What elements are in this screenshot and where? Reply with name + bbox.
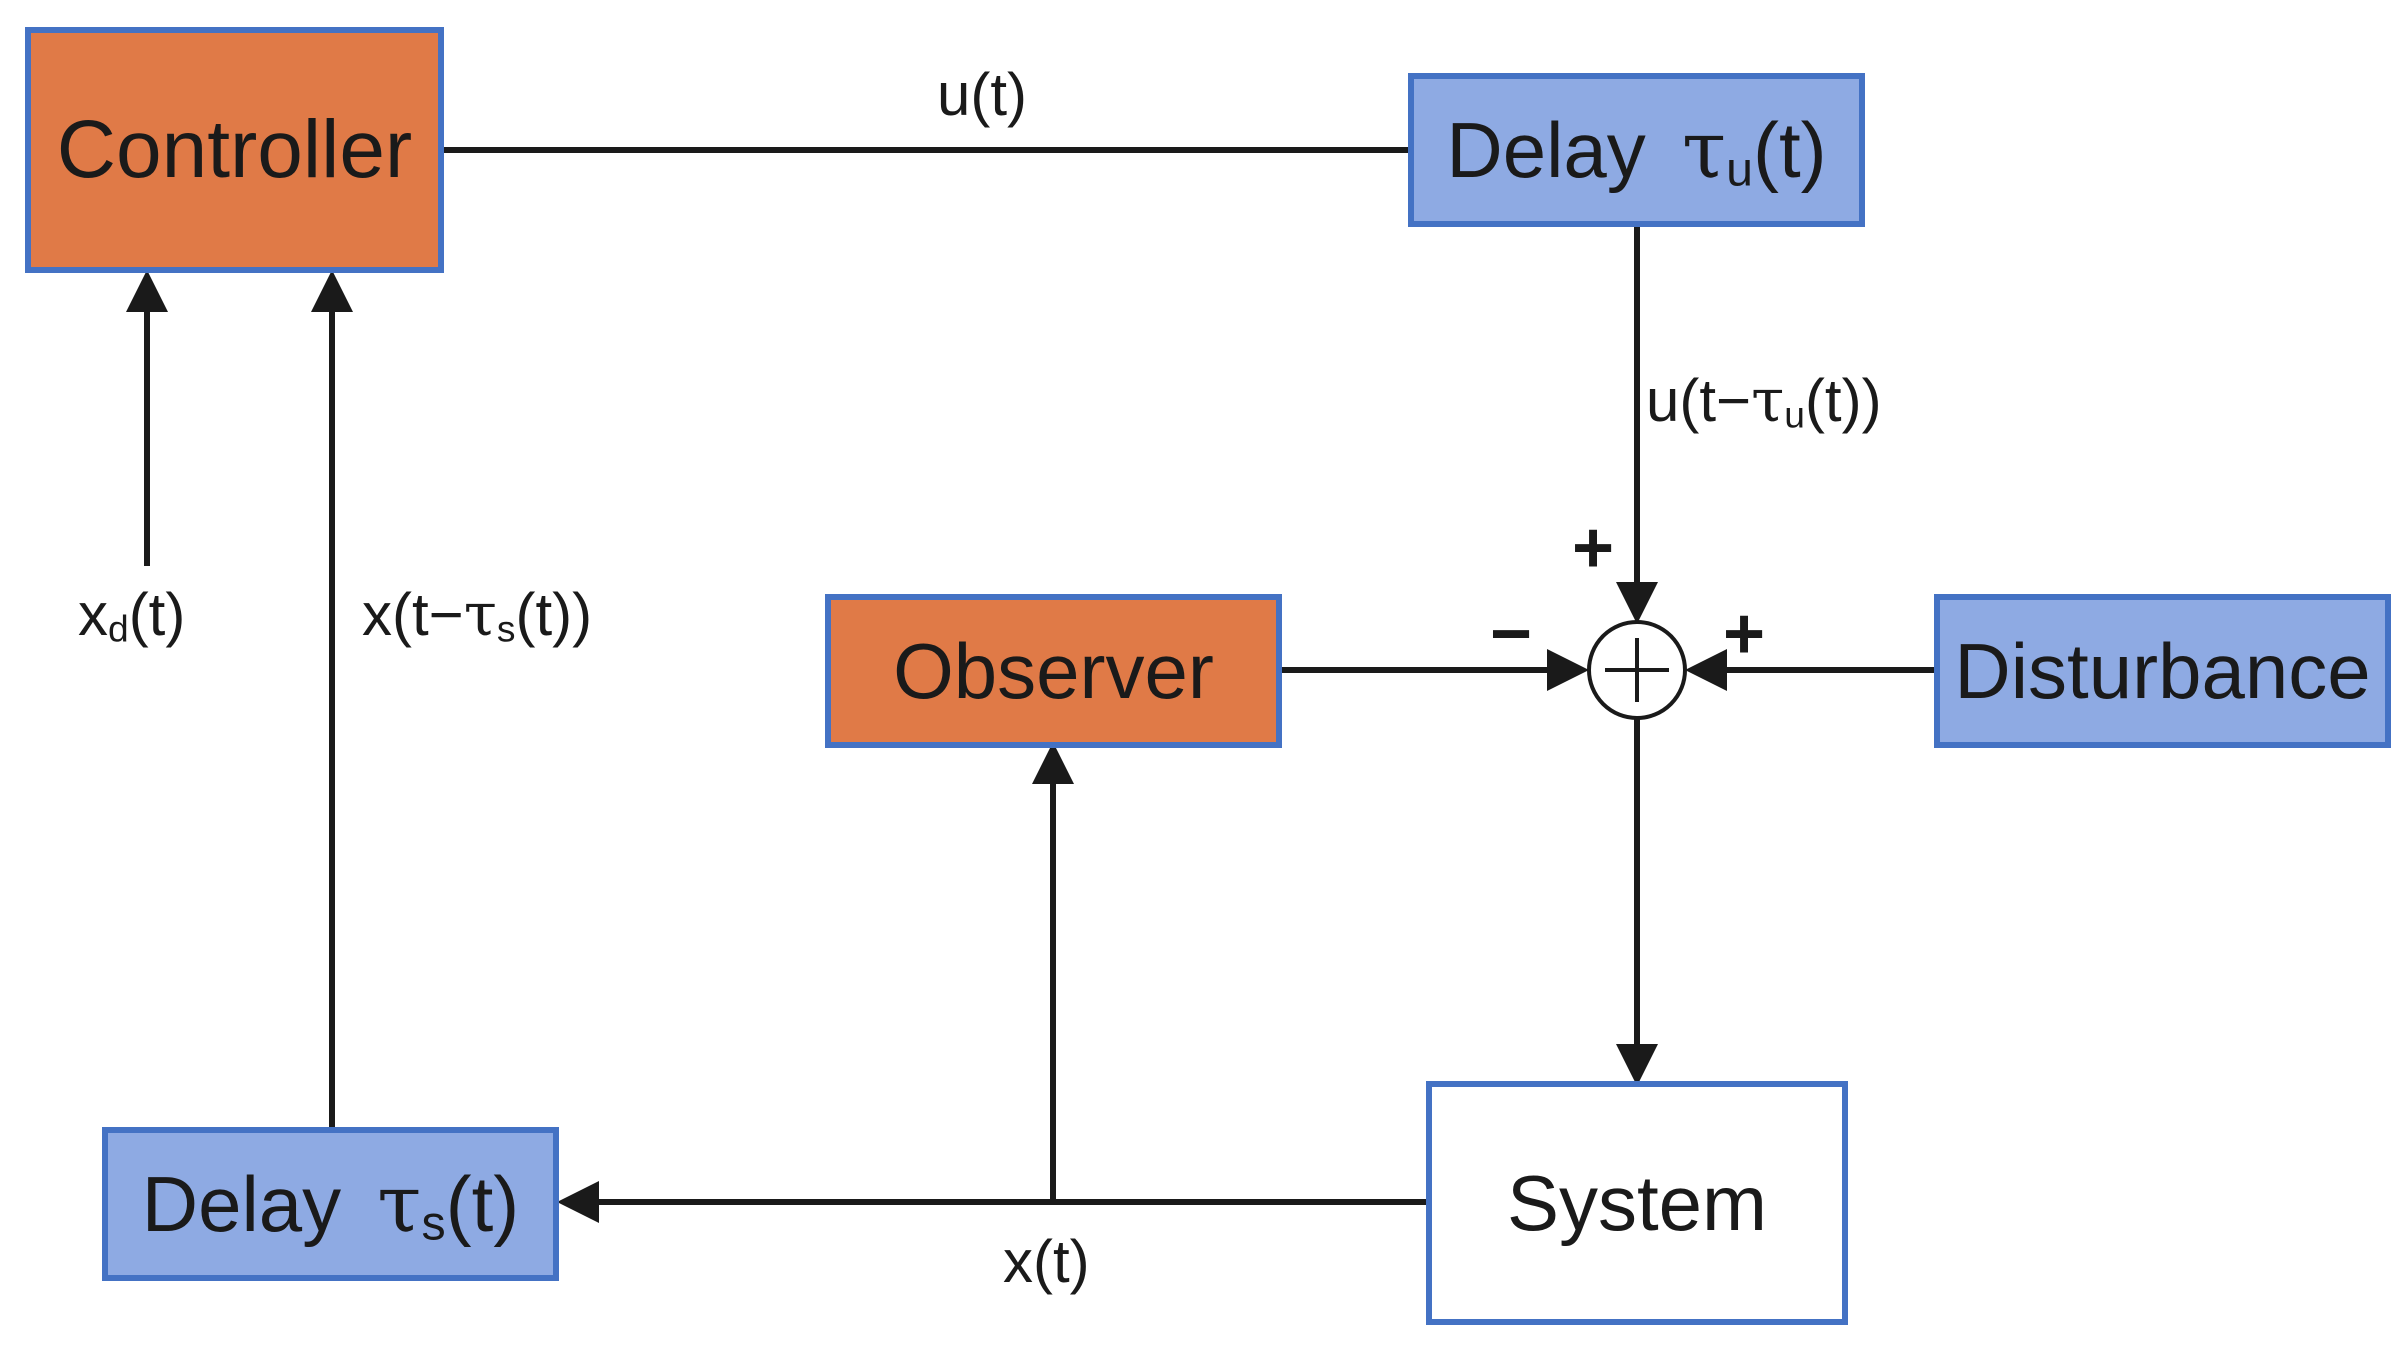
arrowhead-observer [1032,742,1074,784]
signal-x-delayed-label: x(t−τs(t)) [362,580,593,650]
arrowhead-sum-top [1616,582,1658,624]
signal-u-label: u(t) [937,61,1027,128]
summing-junction [1587,620,1687,720]
disturbance-block: Disturbance [1934,594,2391,748]
arrowhead-sum-right [1685,649,1727,691]
sum-sign-right: + [1723,594,1766,674]
arrowhead-controller-right [311,270,353,312]
signal-u-delayed-label: u(t−τu(t)) [1646,366,1882,436]
controller-label: Controller [56,104,413,195]
sum-sign-left: − [1490,594,1533,674]
arrowhead-sum-left [1547,649,1589,691]
signal-xd-label: xd(t) [78,581,186,650]
signal-x-label: x(t) [1003,1228,1090,1295]
system-label: System [1506,1158,1768,1247]
arrowhead-delay-s [557,1181,599,1223]
sum-sign-top: + [1572,508,1615,588]
controller-block: Controller [25,27,444,273]
observer-block: Observer [825,594,1282,748]
arrowhead-system [1616,1044,1658,1086]
arrowhead-controller-left [126,270,168,312]
system-block: System [1426,1081,1848,1325]
observer-label: Observer [893,626,1214,715]
disturbance-label: Disturbance [1954,626,2371,715]
